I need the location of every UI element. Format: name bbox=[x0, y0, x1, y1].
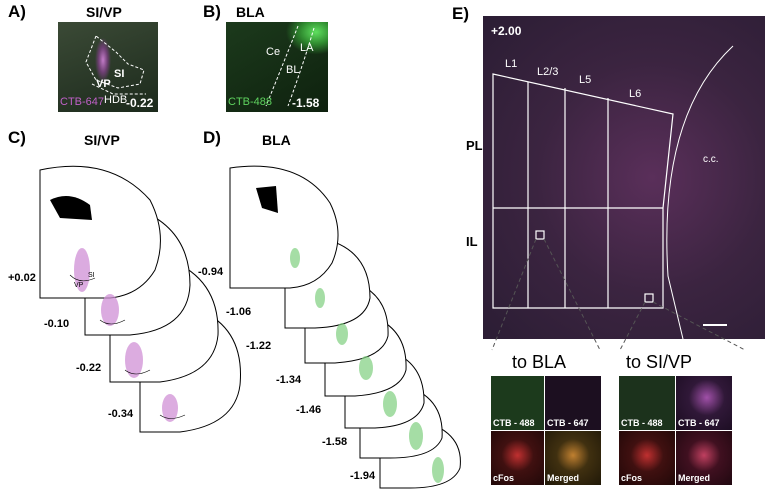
panel-e-overlay bbox=[492, 45, 734, 339]
panel-d-coord-4: -1.34 bbox=[276, 374, 302, 386]
region-si: SI bbox=[114, 68, 125, 80]
sivp-inset-ctb647: CTB - 647 bbox=[676, 376, 732, 430]
bla-inset-cfos: cFos bbox=[491, 431, 544, 485]
panel-a-label: A) bbox=[8, 2, 26, 21]
panel-d-atlas bbox=[229, 165, 461, 489]
bla-inset-ctb647: CTB - 647 bbox=[545, 376, 601, 430]
sivp-inset-ctb488: CTB - 488 bbox=[619, 376, 675, 430]
layer-l5: L5 bbox=[579, 74, 592, 86]
panel-b-micrograph: Ce LA BL CTB-488 -1.58 bbox=[226, 22, 328, 112]
panel-c-tag-si: SI bbox=[88, 272, 95, 279]
panel-c-title: SI/VP bbox=[84, 132, 120, 148]
region-la: LA bbox=[300, 42, 314, 54]
panel-c-coord-4: -0.34 bbox=[108, 408, 134, 420]
panel-e-micrograph: +2.00 L1 L2/3 L5 L6 c.c. bbox=[483, 16, 765, 339]
region-hdb: HDB bbox=[104, 94, 128, 106]
panel-b-outline bbox=[265, 25, 315, 107]
area-il-label: IL bbox=[466, 234, 478, 249]
region-vp: VP bbox=[96, 78, 111, 90]
panel-a-coord: -0.22 bbox=[126, 96, 154, 110]
bla-inset-merged: Merged bbox=[545, 431, 601, 485]
panel-d-coord-5: -1.46 bbox=[296, 404, 322, 416]
region-bl: BL bbox=[286, 64, 300, 76]
panel-b-stain: CTB-488 bbox=[228, 96, 273, 108]
panel-c-coord-3: -0.22 bbox=[76, 362, 102, 374]
panel-b-title: BLA bbox=[236, 4, 265, 20]
panel-b-coord: -1.58 bbox=[292, 96, 320, 110]
panel-c-coord-2: -0.10 bbox=[44, 318, 70, 330]
to-bla-heading: to BLA bbox=[512, 352, 567, 372]
panel-a-title: SI/VP bbox=[86, 4, 122, 20]
layer-l2-3: L2/3 bbox=[537, 66, 559, 78]
layer-l1: L1 bbox=[505, 58, 518, 70]
bla-inset-ctb488: CTB - 488 bbox=[491, 376, 544, 430]
panel-d-coord-2: -1.06 bbox=[226, 306, 252, 318]
panel-a-micrograph: SI VP HDB CTB-647 -0.22 bbox=[58, 22, 158, 112]
corpus-callosum-label: c.c. bbox=[703, 154, 719, 165]
panel-b-label: B) bbox=[203, 2, 221, 21]
to-sivp-heading: to SI/VP bbox=[626, 352, 693, 372]
panel-c-coord-1: +0.02 bbox=[8, 272, 36, 284]
panel-d-label: D) bbox=[203, 128, 221, 147]
panel-e-bregma: +2.00 bbox=[491, 24, 522, 38]
area-pl-label: PL bbox=[466, 138, 483, 153]
panel-d-coord-7: -1.94 bbox=[350, 470, 376, 482]
sivp-inset-merged: Merged bbox=[676, 431, 732, 485]
panel-a-outline bbox=[85, 35, 146, 95]
panel-c-atlas bbox=[39, 165, 241, 433]
panel-d-coord-3: -1.22 bbox=[246, 340, 272, 352]
sivp-inset-cfos: cFos bbox=[619, 431, 675, 485]
panel-d-coord-1: -0.94 bbox=[198, 266, 224, 278]
panel-e-label: E) bbox=[452, 4, 469, 23]
panel-d-title: BLA bbox=[262, 132, 291, 148]
panel-c-tag-vp: VP bbox=[74, 282, 84, 289]
panel-a-stain: CTB-647 bbox=[60, 96, 105, 108]
panel-d-coord-6: -1.58 bbox=[322, 436, 348, 448]
panel-c-label: C) bbox=[8, 128, 26, 147]
layer-l6: L6 bbox=[629, 88, 642, 100]
region-ce: Ce bbox=[266, 46, 281, 58]
